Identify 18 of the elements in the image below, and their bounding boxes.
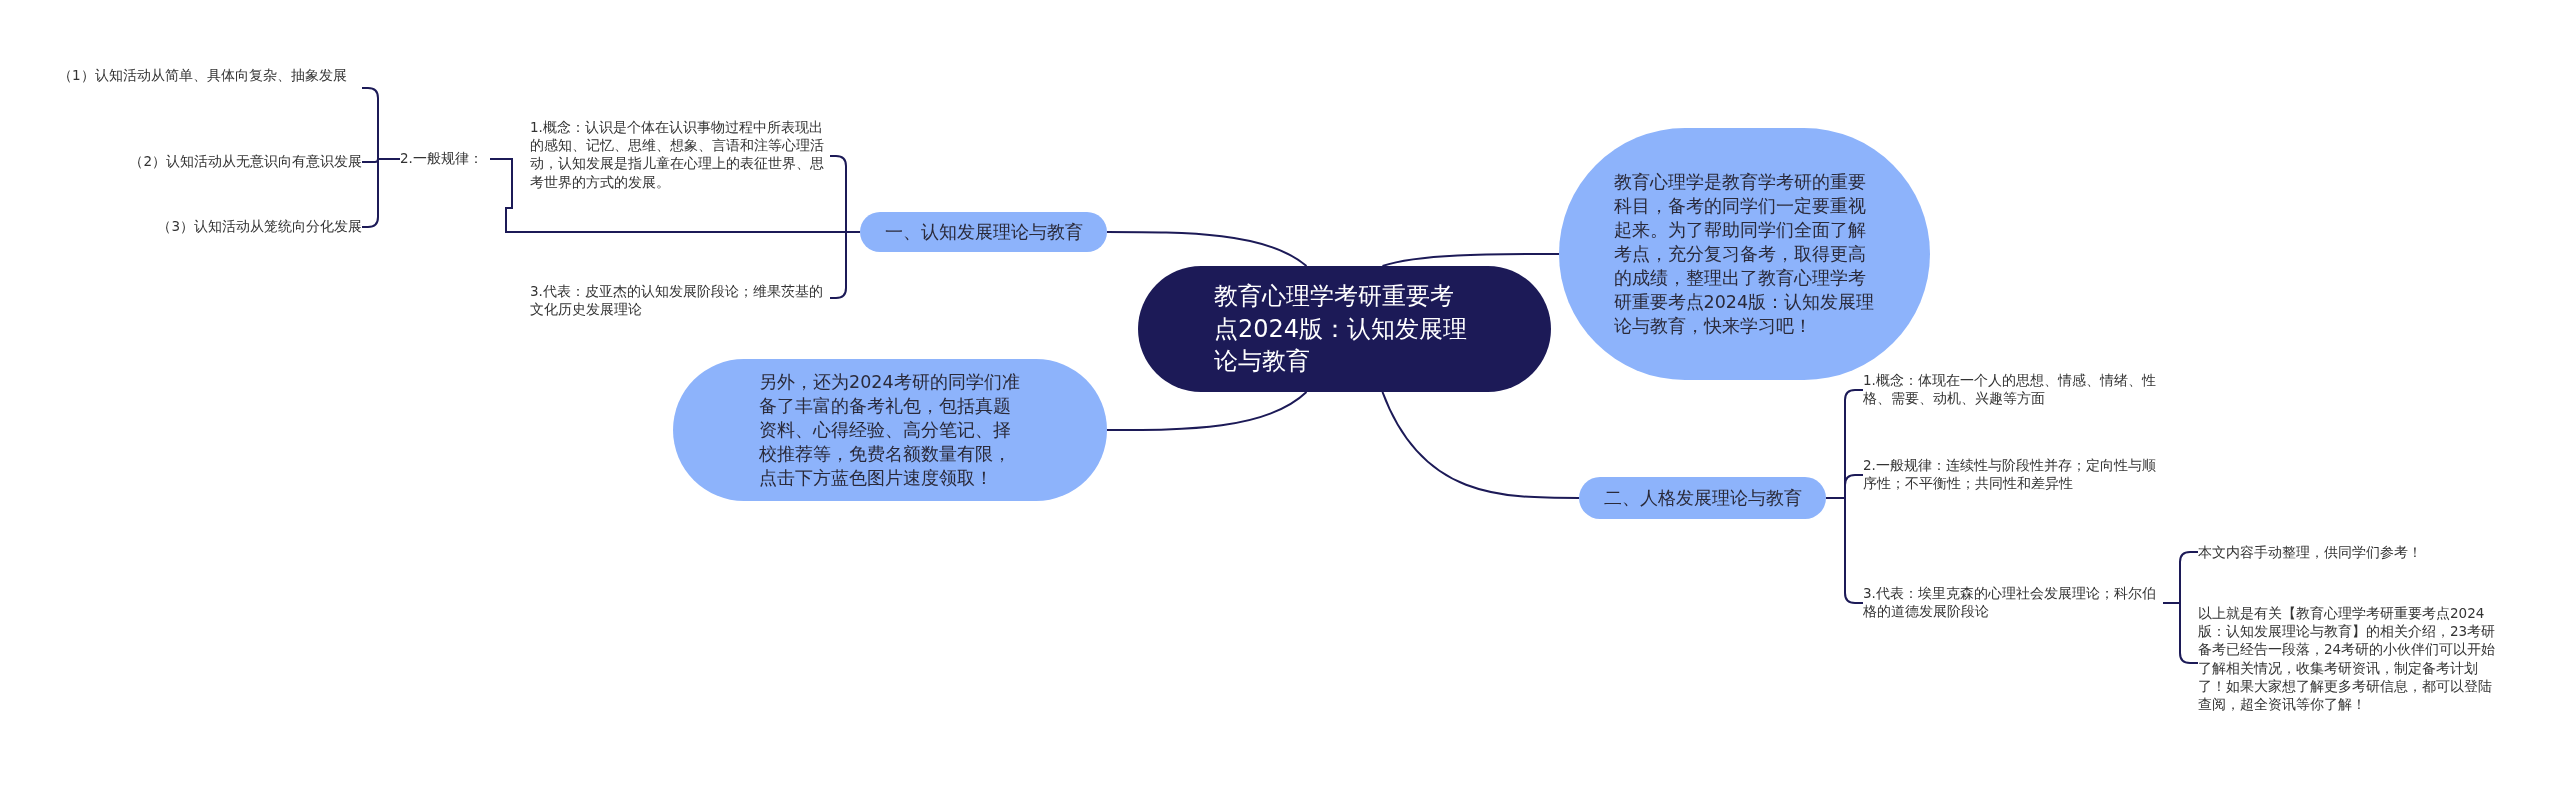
topic-pill: 一、认知发展理论与教育 [860, 212, 1107, 252]
topic-text: （1）认知活动从简单、具体向复杂、抽象发展 [58, 66, 362, 85]
topic-text: （3）认知活动从笼统向分化发展 [102, 217, 362, 236]
topic-text: 2.一般规律： [400, 149, 490, 168]
topic-text: 以上就是有关【教育心理学考研重要考点2024版：认知发展理论与教育】的相关介绍，23考研备考已经告一段落，24考研的小伙伴们可以开始了解相关情况，收集考研资讯，制定备考计划了！如果大家想了解更多考研信息，都可以登陆查阅，超全资讯等你了解！ [2198, 604, 2502, 714]
topic-text: 2.一般规律：连续性与阶段性并存；定向性与顺序性；不平衡性；共同性和差异性 [1863, 456, 2163, 493]
connector-line [1381, 253, 1560, 267]
connector-line [1106, 391, 1308, 431]
connector-line [1381, 391, 1580, 499]
topic-text: 3.代表：埃里克森的心理社会发展理论；科尔伯格的道德发展阶段论 [1863, 584, 2163, 621]
topic-text: 1.概念：认识是个体在认识事物过程中所表现出的感知、记忆、思维、想象、言语和注等心理活动，认知发展是指儿童在心理上的表征世界、思考世界的方式的发展。 [530, 118, 830, 191]
topic-text: （2）认知活动从无意识向有意识发展 [102, 152, 362, 171]
central-topic: 教育心理学考研重要考点2024版：认知发展理论与教育 [1138, 266, 1551, 392]
topic-pill: 二、人格发展理论与教育 [1579, 477, 1826, 519]
connector-line [1106, 231, 1308, 267]
note-bubble: 另外，还为2024考研的同学们准备了丰富的备考礼包，包括真题资料、心得经验、高分笔记、择校推荐等，免费名额数量有限，点击下方蓝色图片速度领取！ [673, 359, 1107, 501]
topic-text: 3.代表：皮亚杰的认知发展阶段论；维果茨基的文化历史发展理论 [530, 282, 830, 319]
topic-text: 本文内容手动整理，供同学们参考！ [2198, 543, 2518, 562]
